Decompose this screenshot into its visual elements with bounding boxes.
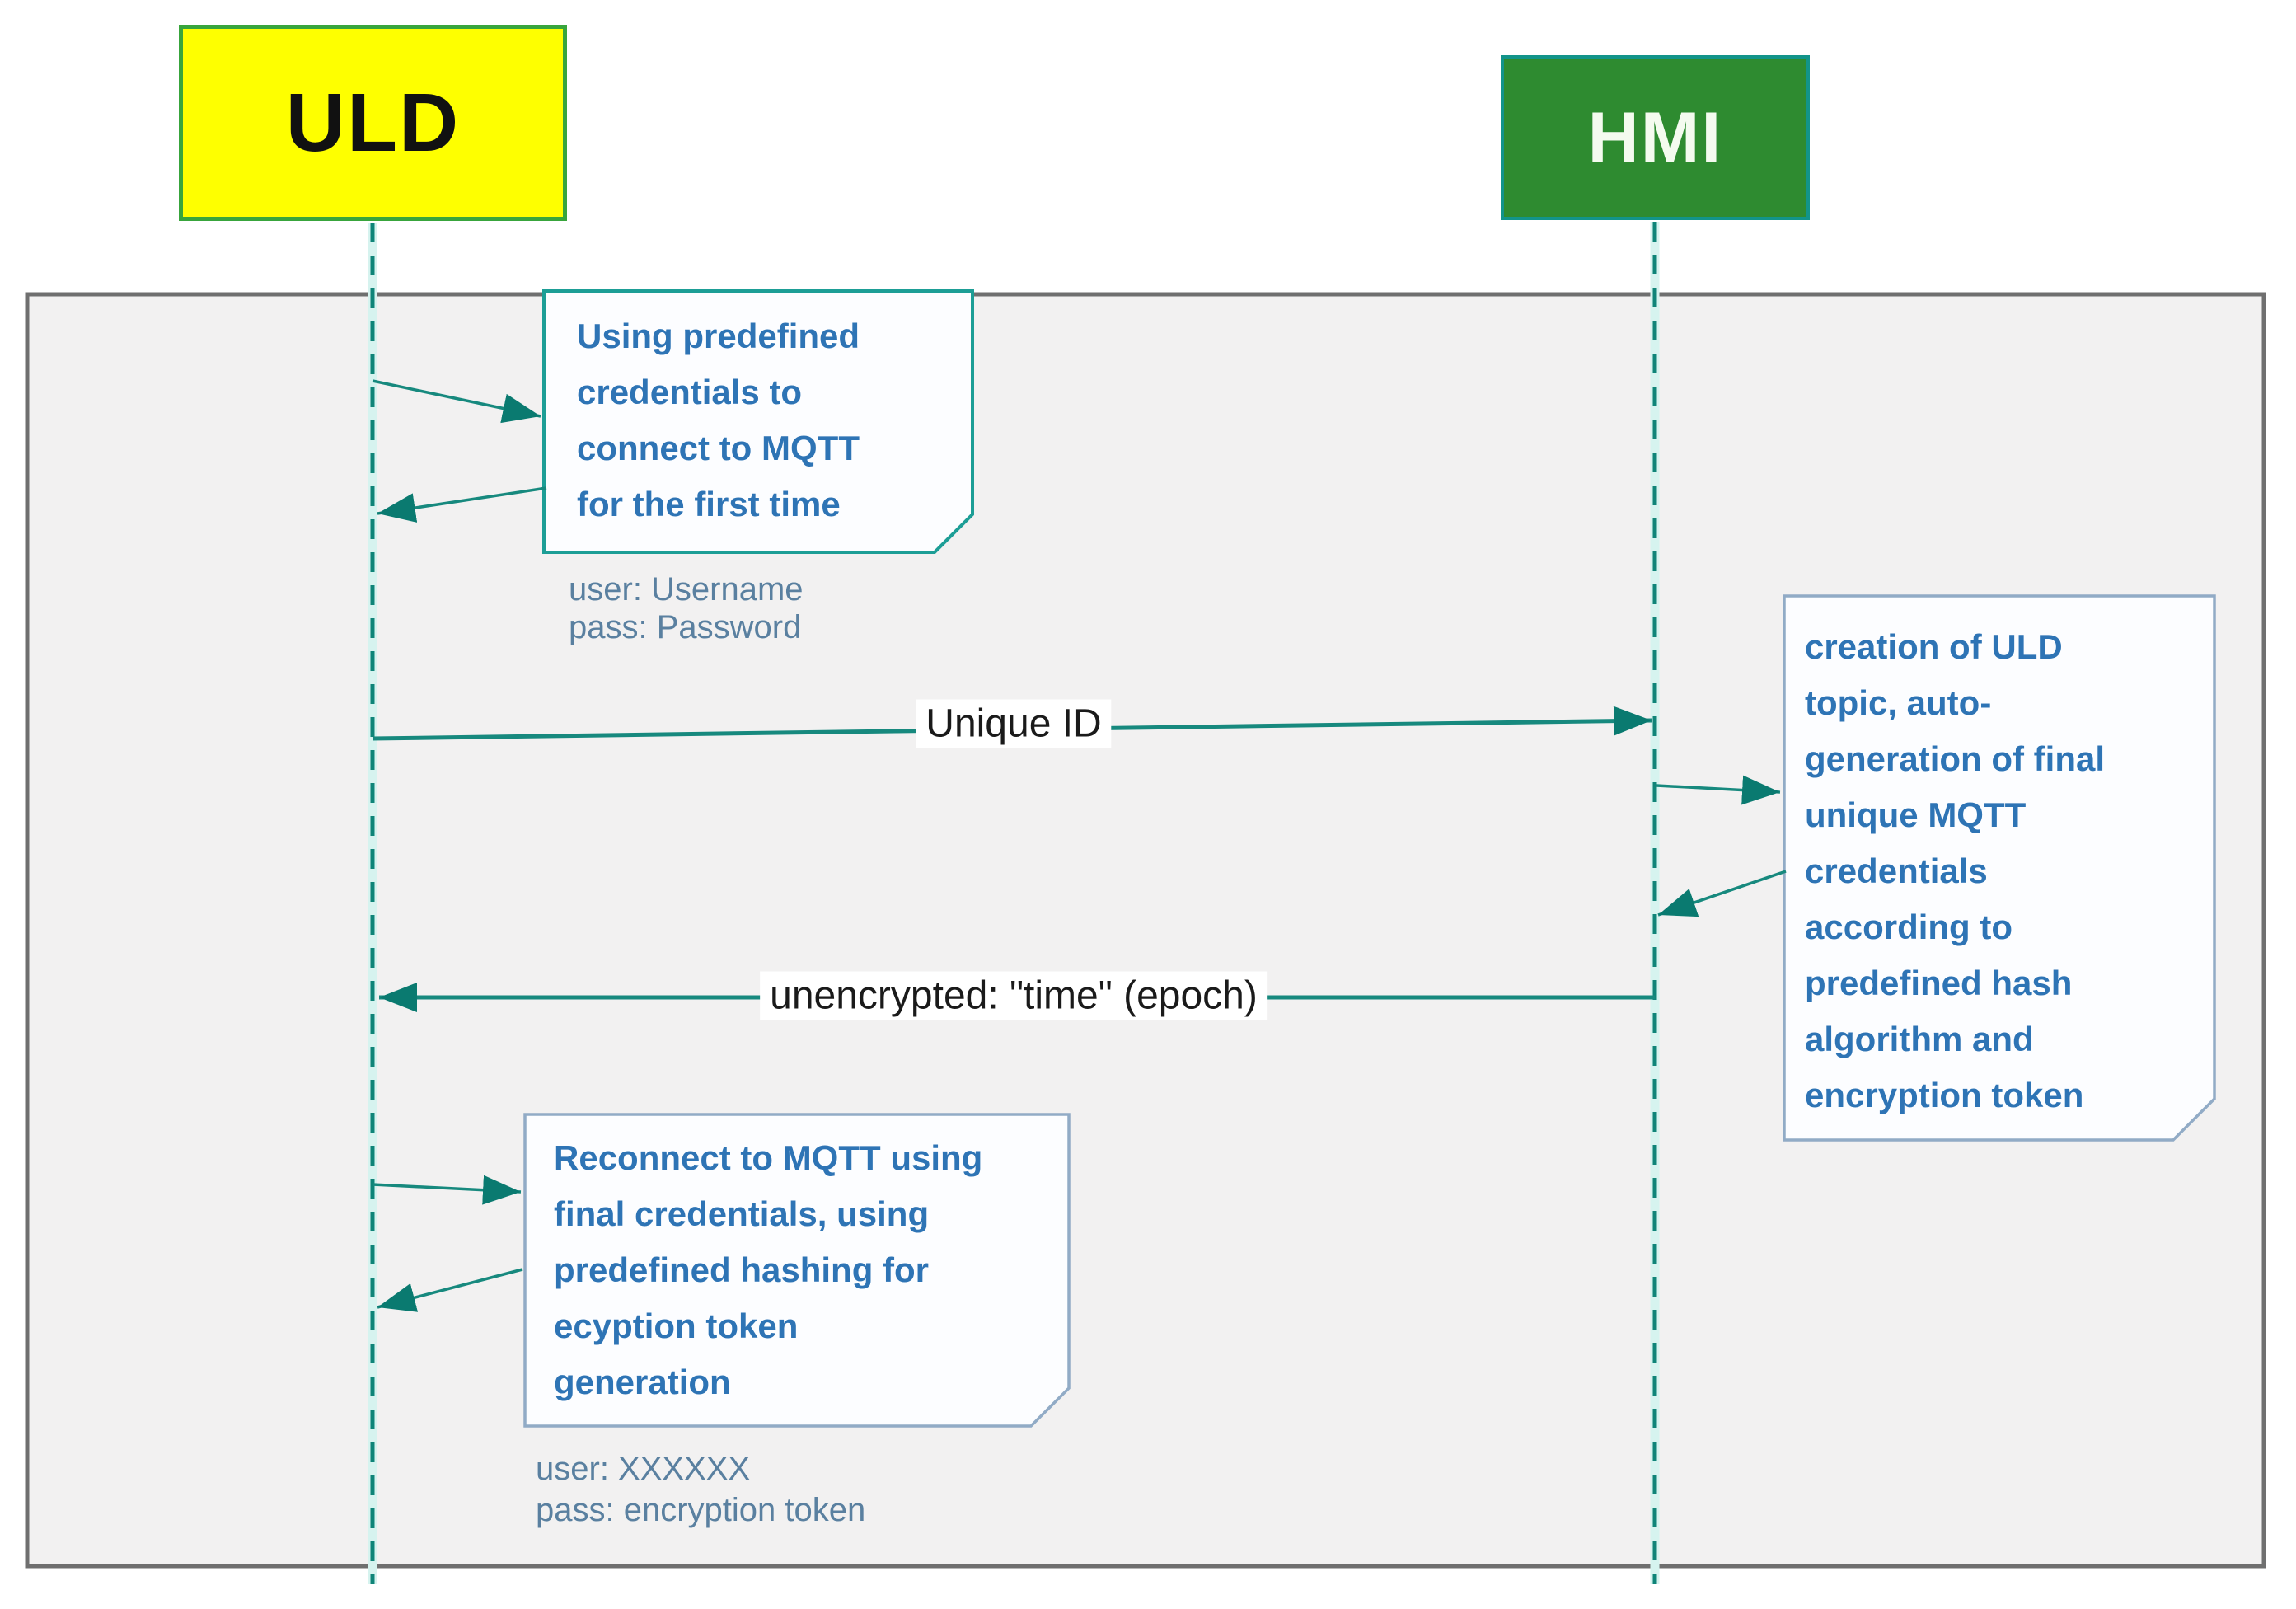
note-first-connect-fold-icon — [938, 519, 968, 549]
actor-hmi-label: HMI — [1587, 97, 1723, 177]
note-reconnect-text: Reconnect to MQTT using final credential… — [554, 1138, 983, 1401]
arrow-uld-to-note-reconnect — [372, 1175, 522, 1205]
message-label-time-epoch: unencrypted: "time" (epoch) — [760, 971, 1267, 1020]
arrow-note-first-connect-to-uld — [377, 486, 547, 523]
arrow-uld-to-note-first-connect — [372, 379, 541, 424]
note-topic-creation-text: creation of ULD topic, auto- generation … — [1805, 627, 2106, 1114]
credentials-initial-user: user: Username — [569, 571, 804, 607]
actor-hmi: HMI — [1501, 55, 1810, 220]
credentials-final-user: user: XXXXXX — [536, 1451, 751, 1487]
actor-uld-label: ULD — [285, 76, 461, 169]
arrow-note-topic-creation-to-hmi — [1657, 870, 1787, 917]
arrow-hmi-to-note-topic-creation — [1656, 775, 1781, 805]
credentials-initial: user: Username pass: Password — [569, 570, 804, 646]
arrow-note-reconnect-to-uld — [377, 1268, 523, 1312]
message-label-unique-id: Unique ID — [916, 699, 1112, 748]
credentials-final: user: XXXXXX pass: encryption token — [536, 1448, 865, 1531]
note-topic-creation-fold-icon — [2178, 1104, 2209, 1135]
actor-uld: ULD — [179, 25, 567, 221]
note-reconnect-fold-icon — [1034, 1393, 1064, 1423]
credentials-initial-pass: pass: Password — [569, 609, 802, 645]
credentials-final-pass: pass: encryption token — [536, 1492, 866, 1528]
note-first-connect-text: Using predefined credentials to connect … — [577, 317, 860, 523]
